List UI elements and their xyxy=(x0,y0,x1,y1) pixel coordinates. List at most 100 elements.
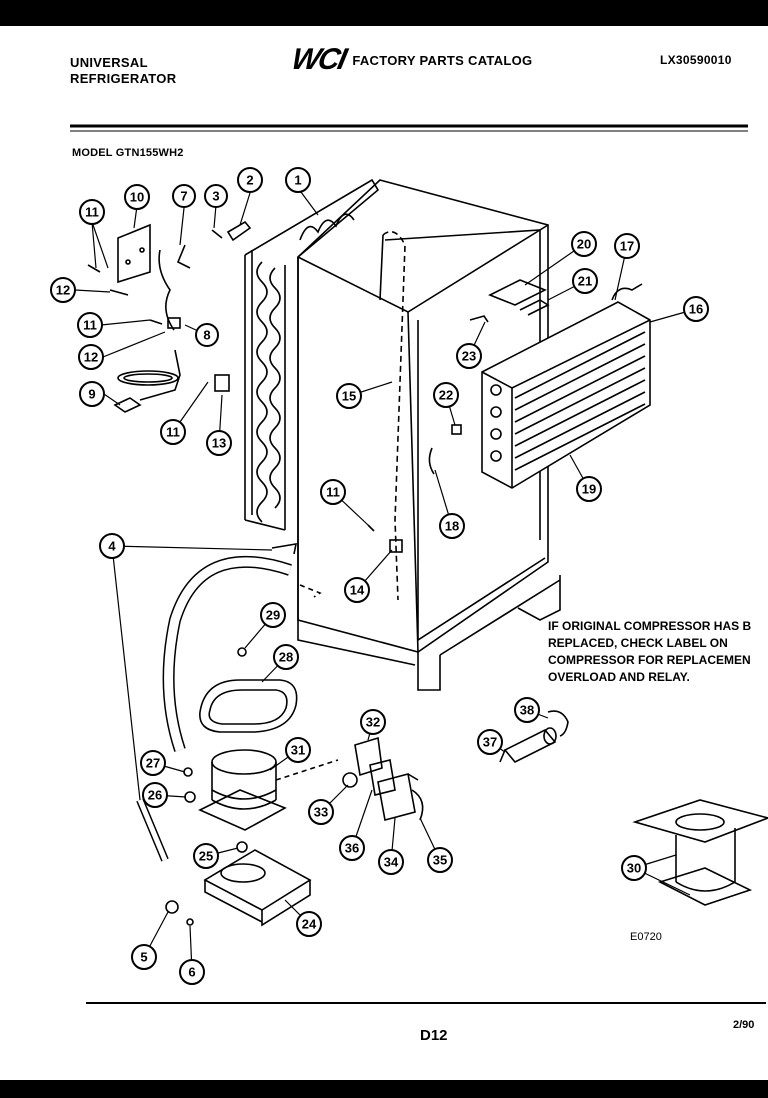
callout-14: 14 xyxy=(344,577,370,603)
mounting-bracket xyxy=(203,841,312,927)
callout-number: 4 xyxy=(108,539,116,554)
bottom-border xyxy=(0,1080,768,1098)
callout-12: 12 xyxy=(78,344,104,370)
relay-overload xyxy=(342,736,424,821)
callout-number: 32 xyxy=(366,715,380,730)
callout-13: 13 xyxy=(206,430,232,456)
callout-26: 26 xyxy=(142,782,168,808)
callout-23: 23 xyxy=(456,343,482,369)
callout-17: 17 xyxy=(614,233,640,259)
callout-number: 23 xyxy=(462,349,476,364)
compressor xyxy=(198,749,339,831)
clamp-part xyxy=(389,539,403,553)
thermostat-bracket xyxy=(488,279,547,306)
condenser-coil xyxy=(244,178,380,531)
callout-12: 12 xyxy=(50,277,76,303)
callout-number: 17 xyxy=(620,239,634,254)
callout-11: 11 xyxy=(77,312,103,338)
callout-number: 11 xyxy=(166,425,180,440)
callout-24: 24 xyxy=(296,911,322,937)
diagram-reference: E0720 xyxy=(630,931,662,943)
callout-4: 4 xyxy=(99,533,125,559)
callout-number: 26 xyxy=(148,788,162,803)
callout-number: 36 xyxy=(345,841,359,856)
callout-10: 10 xyxy=(124,184,150,210)
revision-date: 2/90 xyxy=(733,1019,755,1031)
callout-33: 33 xyxy=(308,799,334,825)
callout-32: 32 xyxy=(360,709,386,735)
callout-number: 28 xyxy=(279,650,293,665)
callout-number: 8 xyxy=(203,328,210,343)
callout-1: 1 xyxy=(285,167,311,193)
callout-5: 5 xyxy=(131,944,157,970)
callout-22: 22 xyxy=(433,382,459,408)
callout-11: 11 xyxy=(320,479,346,505)
callout-number: 16 xyxy=(689,302,703,317)
callout-number: 12 xyxy=(56,283,70,298)
callout-number: 30 xyxy=(627,861,641,876)
control-parts xyxy=(87,220,252,413)
callout-28: 28 xyxy=(273,644,299,670)
catalog-title: FACTORY PARTS CATALOG xyxy=(352,52,533,68)
callout-number: 29 xyxy=(266,608,280,623)
callout-number: 38 xyxy=(520,703,534,718)
callout-number: 12 xyxy=(84,350,98,365)
callout-number: 13 xyxy=(212,436,226,451)
callout-number: 1 xyxy=(294,173,301,188)
callout-30: 30 xyxy=(621,855,647,881)
brand-block: UNIVERSAL REFRIGERATOR xyxy=(70,55,176,87)
callout-number: 33 xyxy=(314,805,328,820)
callout-35: 35 xyxy=(427,847,453,873)
callout-number: 15 xyxy=(342,389,356,404)
clip-part xyxy=(451,424,462,435)
callout-11: 11 xyxy=(79,199,105,225)
alternate-compressor xyxy=(632,799,768,906)
callout-18: 18 xyxy=(439,513,465,539)
callout-number: 7 xyxy=(180,189,187,204)
callout-15: 15 xyxy=(336,383,362,409)
callout-number: 24 xyxy=(302,917,317,932)
callout-11: 11 xyxy=(160,419,186,445)
drain-tube-top xyxy=(271,543,298,555)
callout-number: 11 xyxy=(85,205,99,220)
callout-34: 34 xyxy=(378,849,404,875)
catalog-number: LX30590010 xyxy=(660,53,732,67)
callout-number: 18 xyxy=(445,519,459,534)
callout-number: 2 xyxy=(246,173,253,188)
callout-7: 7 xyxy=(172,184,196,208)
callout-number: 25 xyxy=(199,849,213,864)
callout-21: 21 xyxy=(572,268,598,294)
thermostat-part xyxy=(469,315,489,323)
evaporator xyxy=(481,283,651,489)
callout-number: 34 xyxy=(384,855,399,870)
callout-number: 22 xyxy=(439,388,453,403)
callout-31: 31 xyxy=(285,737,311,763)
brand-line-1: UNIVERSAL xyxy=(70,55,148,70)
grommet xyxy=(237,647,247,657)
callout-number: 31 xyxy=(291,743,305,758)
callout-20: 20 xyxy=(571,231,597,257)
brand-line-2: REFRIGERATOR xyxy=(70,71,177,86)
top-border xyxy=(0,0,768,26)
callout-number: 37 xyxy=(483,735,497,750)
callout-2: 2 xyxy=(237,167,263,193)
callout-number: 10 xyxy=(130,190,144,205)
drain-pan xyxy=(199,679,298,733)
callout-number: 6 xyxy=(188,965,195,980)
callout-number: 20 xyxy=(577,237,591,252)
callout-3: 3 xyxy=(204,184,228,208)
model-label: MODEL GTN155WH2 xyxy=(72,147,184,159)
page-number: D12 xyxy=(420,1027,448,1044)
callout-number: 9 xyxy=(88,387,95,402)
callout-number: 5 xyxy=(140,950,147,965)
callout-27: 27 xyxy=(140,750,166,776)
callout-number: 27 xyxy=(146,756,160,771)
callout-number: 3 xyxy=(212,189,219,204)
callout-8: 8 xyxy=(195,323,219,347)
compressor-note: IF ORIGINAL COMPRESSOR HAS B REPLACED, C… xyxy=(548,619,752,684)
callout-19: 19 xyxy=(576,476,602,502)
callout-16: 16 xyxy=(683,296,709,322)
callout-9: 9 xyxy=(79,381,105,407)
callout-29: 29 xyxy=(260,602,286,628)
callout-6: 6 xyxy=(179,959,205,985)
